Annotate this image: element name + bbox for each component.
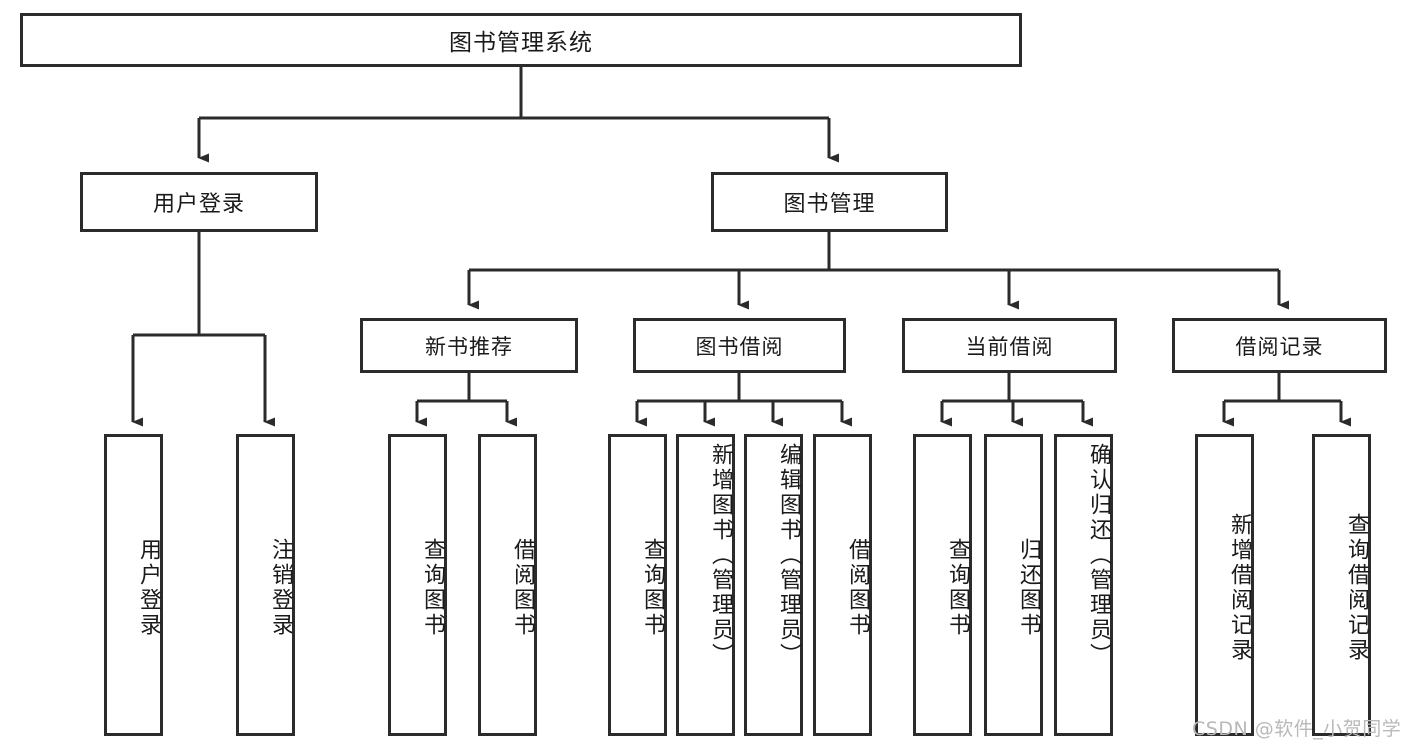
leaf-label: 查询图书: [945, 538, 970, 638]
leaf-current-borrow-confirm-return-admin[interactable]: 确认归还（管理员）: [1054, 434, 1113, 736]
node-label: 图书管理系统: [449, 30, 593, 56]
leaf-book-borrow-query-book[interactable]: 查询图书: [608, 434, 667, 736]
leaf-label: 借阅图书: [510, 538, 535, 638]
node-label: 用户登录: [152, 192, 245, 217]
leaf-current-borrow-return-book[interactable]: 归还图书: [984, 434, 1043, 736]
leaf-label: 新增图书（管理员）: [708, 443, 733, 668]
node-book-management[interactable]: 图书管理: [711, 172, 948, 232]
node-new-book-recommend[interactable]: 新书推荐: [360, 318, 578, 373]
node-label: 当前借阅: [965, 334, 1054, 359]
leaf-book-borrow-borrow-book[interactable]: 借阅图书: [813, 434, 872, 736]
leaf-label: 查询图书: [640, 538, 665, 638]
node-current-borrow[interactable]: 当前借阅: [902, 318, 1117, 373]
node-label: 图书管理: [783, 192, 876, 217]
leaf-label: 新增借阅记录: [1227, 513, 1252, 663]
leaf-label: 编辑图书（管理员）: [776, 443, 801, 668]
leaf-label: 确认归还（管理员）: [1086, 443, 1111, 668]
leaf-user-login-logout[interactable]: 注销登录: [236, 434, 295, 736]
leaf-book-borrow-edit-book-admin[interactable]: 编辑图书（管理员）: [744, 434, 803, 736]
leaf-label: 查询图书: [420, 538, 445, 638]
node-borrow-record[interactable]: 借阅记录: [1172, 318, 1387, 373]
node-label: 图书借阅: [695, 334, 784, 359]
node-label: 新书推荐: [425, 334, 513, 359]
leaf-user-login-login[interactable]: 用户登录: [104, 434, 163, 736]
leaf-label: 用户登录: [136, 538, 161, 638]
node-root-book-management-system[interactable]: 图书管理系统: [20, 13, 1022, 67]
node-user-login[interactable]: 用户登录: [80, 172, 318, 232]
leaf-current-borrow-query-book[interactable]: 查询图书: [913, 434, 972, 736]
leaf-label: 归还图书: [1016, 538, 1041, 638]
leaf-borrow-record-query-record[interactable]: 查询借阅记录: [1312, 434, 1371, 736]
node-label: 借阅记录: [1235, 334, 1324, 359]
leaf-borrow-record-add-record[interactable]: 新增借阅记录: [1195, 434, 1254, 736]
leaf-label: 注销登录: [268, 538, 293, 638]
leaf-book-borrow-add-book-admin[interactable]: 新增图书（管理员）: [676, 434, 735, 736]
leaf-label: 借阅图书: [845, 538, 870, 638]
node-book-borrow[interactable]: 图书借阅: [633, 318, 846, 373]
watermark-text: CSDN @软件_小贺同学: [1192, 718, 1402, 740]
leaf-new-book-borrow-book[interactable]: 借阅图书: [478, 434, 537, 736]
leaf-label: 查询借阅记录: [1344, 513, 1369, 663]
leaf-new-book-query-book[interactable]: 查询图书: [388, 434, 447, 736]
